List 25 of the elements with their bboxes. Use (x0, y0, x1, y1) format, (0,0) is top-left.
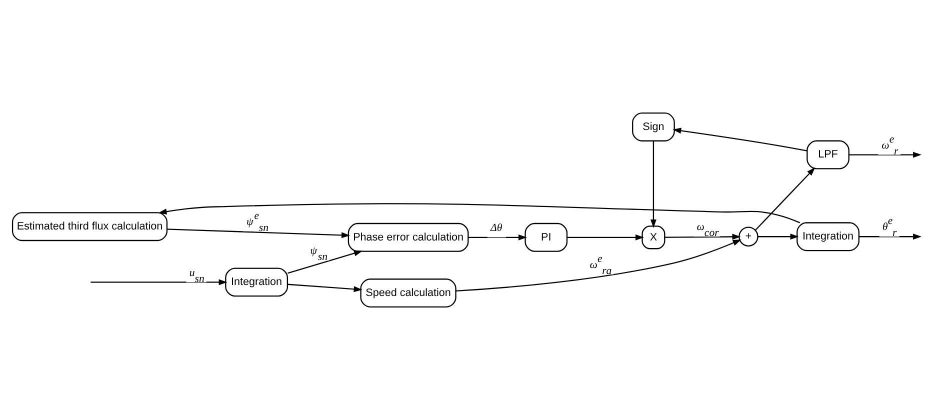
arrow (754, 167, 816, 231)
arrow (567, 234, 644, 240)
edge-label: Δθ (490, 222, 502, 234)
node-circle: + (738, 226, 758, 247)
arrow (90, 279, 228, 286)
node-box: Phase error calculation (348, 222, 469, 252)
arrow (158, 203, 800, 224)
node-box: Integration (796, 222, 860, 252)
arrow (167, 228, 350, 238)
node-box: Speed calculation (360, 278, 456, 308)
arrow (859, 234, 922, 240)
arrow (650, 140, 656, 228)
arrow (672, 128, 808, 152)
arrow (288, 250, 363, 274)
node-box: PI (524, 222, 568, 252)
arrow (664, 234, 741, 240)
arrow (758, 234, 799, 240)
arrow (849, 152, 922, 158)
arrow (456, 240, 742, 292)
arrow (288, 284, 362, 292)
arrow (468, 234, 527, 240)
node-box: Sign (632, 112, 675, 142)
node-box: Estimated third flux calculation (12, 212, 168, 242)
node-box: LPF (806, 140, 850, 170)
node-box: Integration (225, 268, 288, 297)
